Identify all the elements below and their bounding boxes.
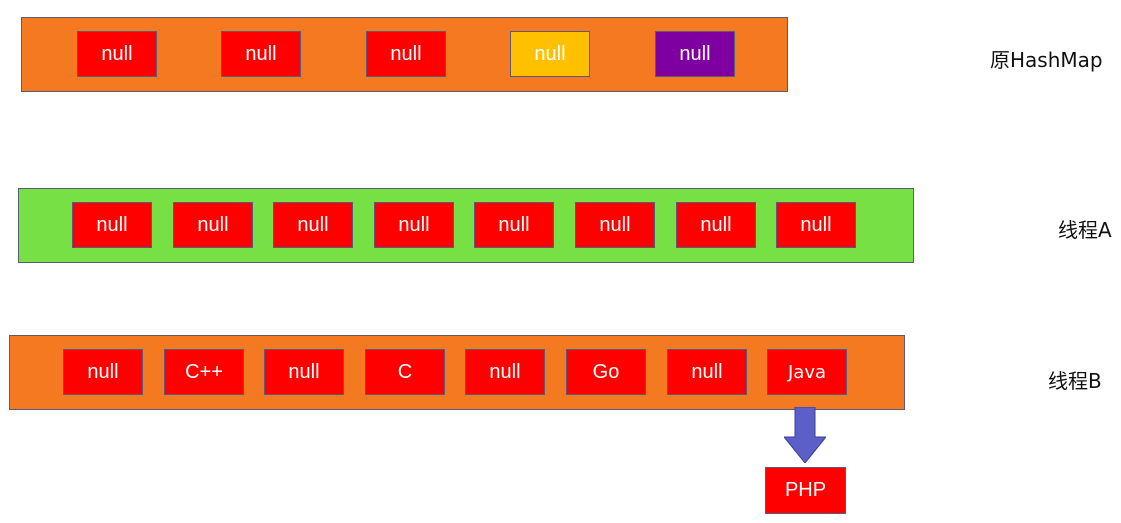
thread-a-cell: null — [173, 202, 253, 248]
original-cell: null — [655, 31, 735, 77]
thread-a-cell: null — [474, 202, 554, 248]
down-arrow-icon — [784, 407, 826, 463]
original-hashmap-label: 原HashMap — [990, 48, 1103, 72]
thread-a-cell: null — [273, 202, 353, 248]
thread-b-array: null C++ null C null Go null Java — [9, 335, 905, 410]
original-hashmap-array: null null null null null — [21, 17, 788, 92]
thread-b-label: 线程B — [1048, 369, 1102, 393]
thread-a-cell: null — [374, 202, 454, 248]
thread-b-cell: null — [667, 349, 747, 395]
thread-a-cell: null — [575, 202, 655, 248]
thread-a-cell: null — [676, 202, 756, 248]
thread-b-cell: Java — [767, 349, 847, 395]
thread-b-cell: null — [264, 349, 344, 395]
thread-b-cell: null — [465, 349, 545, 395]
thread-a-cell: null — [776, 202, 856, 248]
thread-a-label: 线程A — [1058, 218, 1112, 242]
thread-b-cell: Go — [566, 349, 646, 395]
thread-a-cell: null — [72, 202, 152, 248]
thread-b-cell: C++ — [164, 349, 244, 395]
original-cell: null — [366, 31, 446, 77]
thread-a-array: null null null null null null null null — [18, 188, 914, 263]
original-cell: null — [77, 31, 157, 77]
thread-b-cell: C — [365, 349, 445, 395]
thread-b-cell: null — [63, 349, 143, 395]
original-cell: null — [221, 31, 301, 77]
original-cell: null — [510, 31, 590, 77]
php-node: PHP — [765, 467, 846, 514]
